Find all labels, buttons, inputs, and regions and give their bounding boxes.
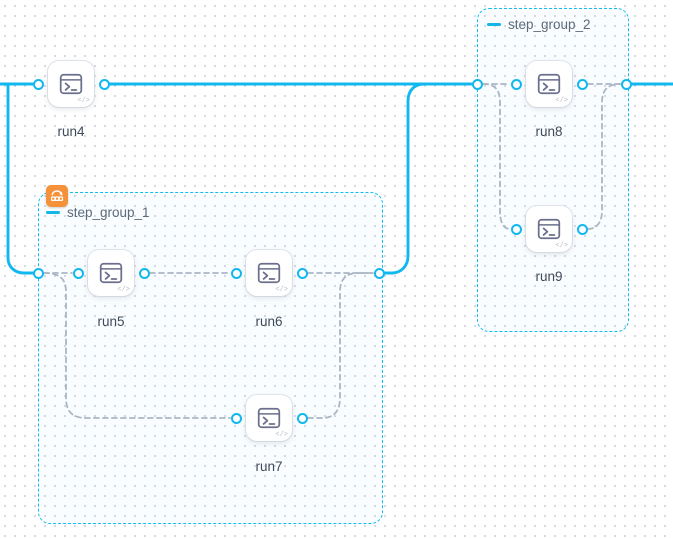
port-run4-in[interactable]	[33, 79, 44, 90]
loop-iteration-icon[interactable]	[46, 185, 68, 207]
port-run5-in[interactable]	[73, 268, 84, 279]
code-tag: </>	[77, 97, 90, 105]
code-tag: </>	[275, 431, 288, 439]
terminal-icon	[59, 73, 83, 95]
node-label-run5: run5	[97, 314, 125, 329]
port-run5-out[interactable]	[139, 268, 150, 279]
node-run9[interactable]: </>	[526, 206, 572, 252]
group-label-step_group_1[interactable]: step_group_1	[46, 205, 150, 220]
code-tag: </>	[117, 286, 130, 294]
port-run6-in[interactable]	[231, 268, 242, 279]
terminal-icon	[537, 73, 561, 95]
group-name: step_group_2	[508, 17, 591, 32]
node-run7[interactable]: </>	[246, 395, 292, 441]
port-run8-in[interactable]	[511, 79, 522, 90]
group-step_group_1[interactable]	[38, 192, 383, 524]
port-run9-out[interactable]	[577, 224, 588, 235]
group-step_group_2[interactable]	[477, 8, 629, 332]
terminal-icon	[537, 218, 561, 240]
node-label-run4: run4	[57, 124, 85, 139]
port-run8-out[interactable]	[577, 79, 588, 90]
edge-group2in-run9	[482, 83, 511, 230]
minus-icon[interactable]	[487, 23, 501, 26]
node-run5[interactable]: </>	[88, 250, 134, 296]
dashed-edges	[43, 83, 621, 419]
terminal-icon	[99, 262, 123, 284]
terminal-icon	[257, 262, 281, 284]
terminal-icon	[257, 407, 281, 429]
node-run6[interactable]: </>	[246, 250, 292, 296]
node-run4[interactable]: </>	[48, 61, 94, 107]
solid-edges	[0, 82, 673, 275]
minus-icon[interactable]	[46, 211, 60, 214]
port-run4-out[interactable]	[99, 79, 110, 90]
node-label-run8: run8	[535, 124, 563, 139]
port-group1-in[interactable]	[33, 268, 44, 279]
port-group2-out[interactable]	[621, 79, 632, 90]
port-group2-in[interactable]	[472, 79, 483, 90]
code-tag: </>	[555, 242, 568, 250]
node-label-run9: run9	[535, 269, 563, 284]
code-tag: </>	[275, 286, 288, 294]
node-label-run7: run7	[255, 459, 283, 474]
port-run7-in[interactable]	[231, 413, 242, 424]
node-run8[interactable]: </>	[526, 61, 572, 107]
edge-group1out-mainline	[383, 82, 426, 275]
port-run9-in[interactable]	[511, 224, 522, 235]
group-label-step_group_2[interactable]: step_group_2	[487, 17, 591, 32]
node-label-run6: run6	[255, 314, 283, 329]
code-tag: </>	[555, 97, 568, 105]
group-name: step_group_1	[67, 205, 150, 220]
edge-run7-group1out	[307, 272, 374, 419]
edge-group1in-run7	[43, 272, 231, 419]
edge-run9-group2out	[587, 83, 621, 230]
port-run6-out[interactable]	[297, 268, 308, 279]
port-group1-out[interactable]	[374, 268, 385, 279]
edge-canvasleft-group1in	[6, 82, 35, 275]
port-run7-out[interactable]	[297, 413, 308, 424]
